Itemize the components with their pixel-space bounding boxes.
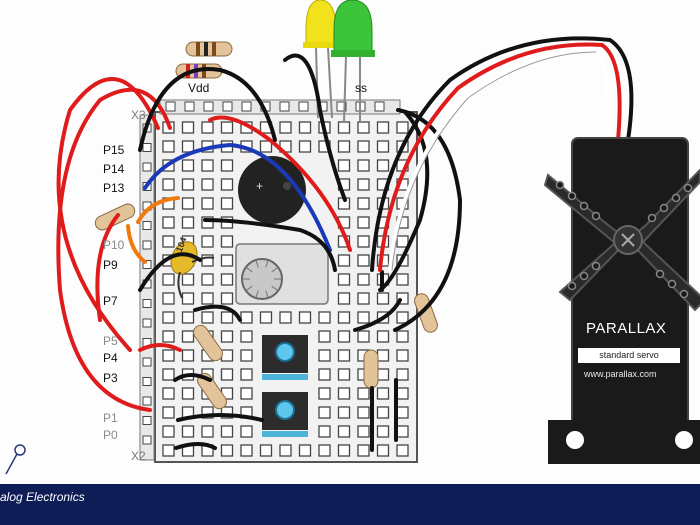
vdd-label: Vdd: [188, 81, 210, 95]
orange-wires: [126, 196, 180, 264]
pin-label-p3: P3: [103, 371, 118, 385]
blue-wires: [143, 142, 332, 252]
pin-label-p9: P9: [103, 258, 118, 272]
vss-label: ss: [355, 81, 367, 95]
servo-motor: [543, 137, 700, 464]
pin-label-p1: P1: [103, 411, 118, 425]
servo-cable: [370, 36, 634, 272]
x3-label: X3: [131, 108, 146, 122]
pin-label-p0: P0: [103, 428, 118, 442]
red-wires: [56, 77, 352, 412]
servo-brand: PARALLAX: [586, 320, 667, 337]
potentiometer-knob: [241, 258, 283, 300]
pin-label-p4: P4: [103, 351, 118, 365]
servo-url: www.parallax.com: [584, 369, 657, 379]
piezo-buzzer: [238, 156, 306, 224]
pin-label-p15: P15: [103, 143, 125, 157]
capacitor: [170, 241, 198, 275]
pin-label-p14: P14: [103, 162, 125, 176]
probe-icon: [5, 444, 26, 475]
pin-label-p10: P10: [103, 238, 125, 252]
led-green: [331, 0, 375, 123]
pushbutton-1: [262, 335, 308, 380]
pin-label-p5: P5: [103, 334, 118, 348]
resistor-right-1: [363, 349, 379, 389]
x2-label: X2: [131, 449, 146, 463]
footer-bar: [0, 484, 700, 525]
servo-model-label: standard servo: [578, 348, 680, 363]
resistor-top-1: [185, 41, 233, 57]
pin-label-p7: P7: [103, 294, 118, 308]
footer-title: alog Electronics: [0, 490, 85, 504]
resistor-mid-1: [193, 324, 223, 362]
buzzer-polarity: +: [256, 179, 263, 193]
pin-label-p13: P13: [103, 181, 125, 195]
pushbutton-2: [262, 392, 308, 437]
